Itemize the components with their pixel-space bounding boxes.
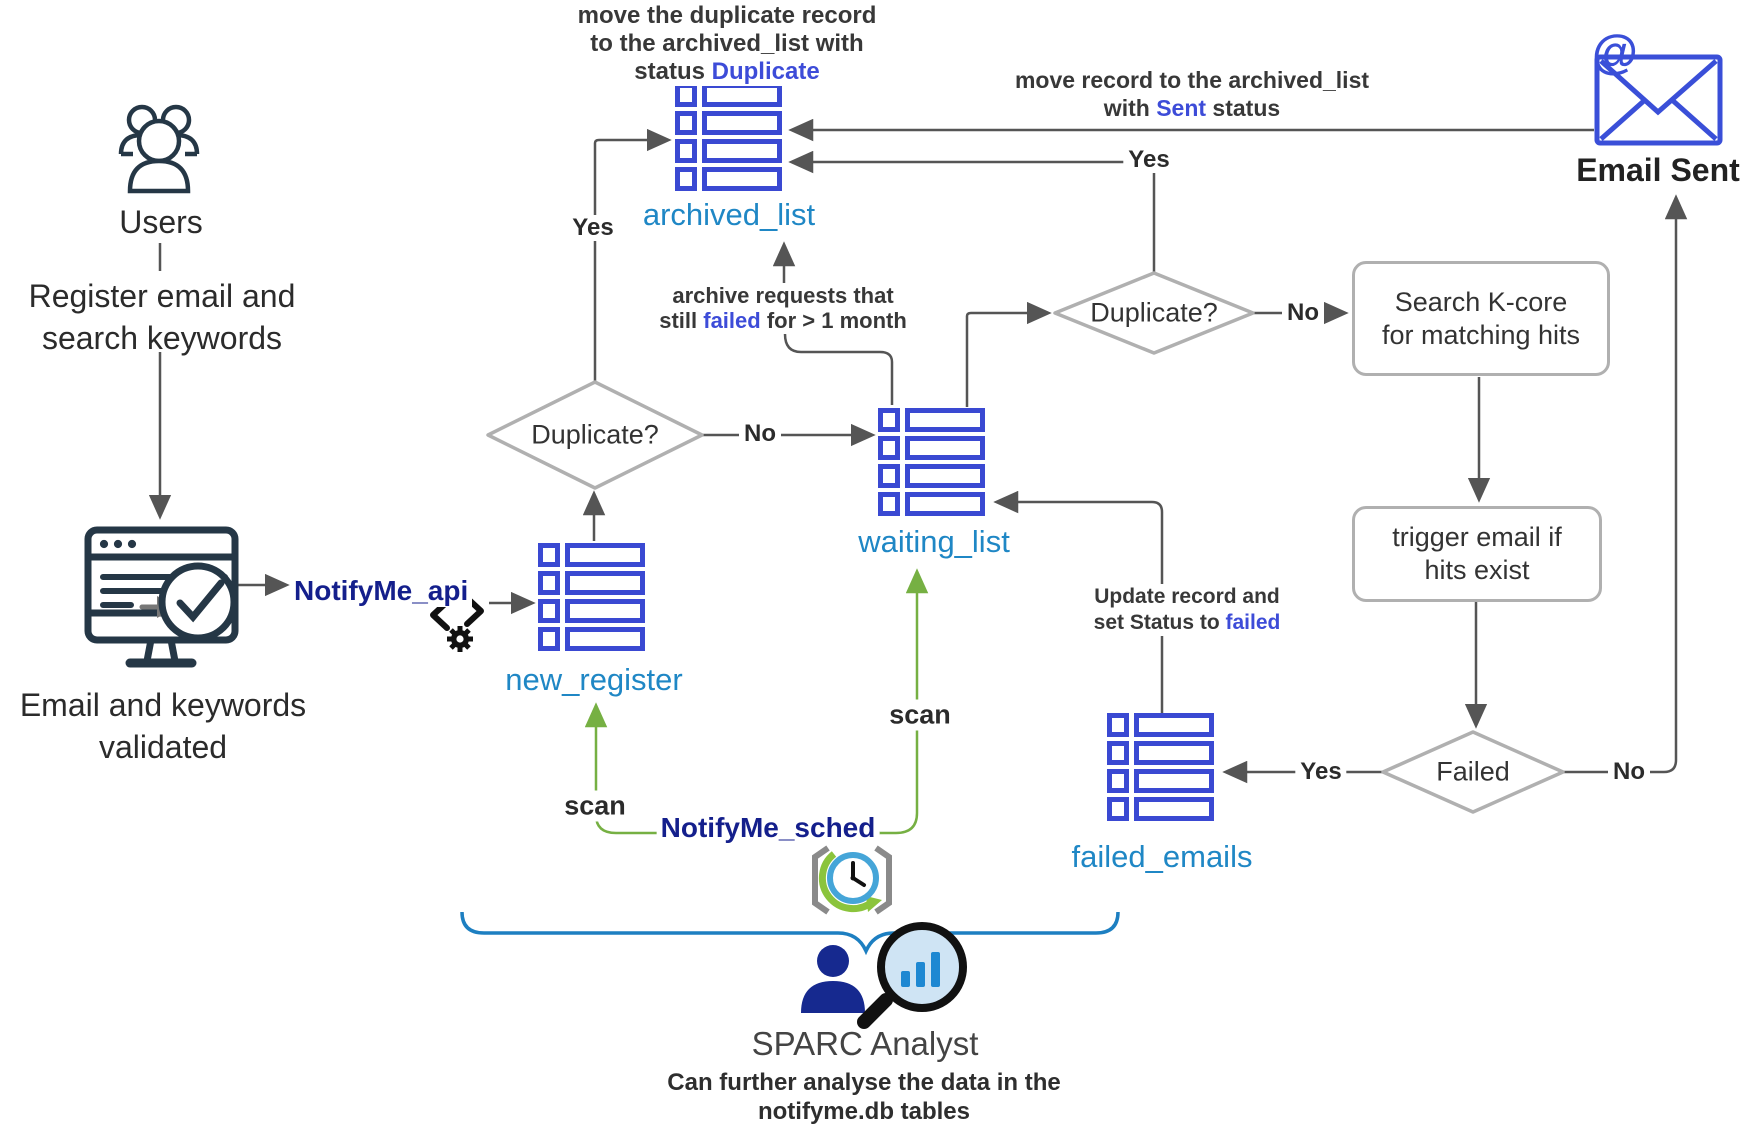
analyst-brace (460, 911, 1120, 956)
duplicate-note-line3: status Duplicate (634, 58, 820, 85)
register-note: Register email and search keywords (29, 275, 296, 359)
email-sent-icon (1594, 54, 1723, 146)
notifyme-api-label: NotifyMe_api (290, 575, 473, 607)
at-sign: @ (1592, 25, 1638, 78)
failed-emails-table-icon (1107, 713, 1214, 821)
register-note-line2: search keywords (41, 320, 283, 356)
edge-dup2-yes-to-archived (788, 150, 1156, 272)
archived-list-table-icon (675, 83, 782, 191)
update-note-line2: set Status to failed (1093, 611, 1281, 634)
duplicate-note: move the duplicate record to the archive… (574, 2, 880, 86)
scan-label-left: scan (560, 790, 630, 822)
duplicate2-label: Duplicate? (1090, 297, 1218, 328)
failed-diamond-label: Failed (1436, 756, 1510, 787)
diamond-duplicate-2 (1053, 271, 1255, 355)
trigger-email-box: trigger email if hits exist (1352, 506, 1602, 602)
sparc-analyst-title: SPARC Analyst (751, 1025, 979, 1062)
decision-shapes (486, 271, 1565, 814)
edge-archivenote-to-waiting (783, 333, 894, 405)
edge-sched-scan-waiting (700, 568, 929, 835)
search-kcore-box: Search K-core for matching hits (1352, 261, 1610, 376)
yes-label-dup2: Yes (1123, 147, 1175, 173)
archived-list-label: archived_list (642, 197, 816, 232)
sent-note: move record to the archived_list with Se… (1011, 66, 1373, 122)
yes-label-dup1: Yes (567, 215, 619, 241)
new-register-table-icon (538, 543, 645, 651)
sent-note-line2: with Sent status (1103, 95, 1281, 121)
edge-failedemails-to-waiting (993, 490, 1164, 713)
sparc-analyst-sub1: Can further analyse the data in the (667, 1069, 1061, 1096)
sparc-analyst-sub2: notifyme.db tables (757, 1098, 971, 1125)
no-label-dup2: No (1282, 300, 1324, 326)
sparc-analyst-icon (801, 922, 967, 1029)
sparc-analyst-sub: Can further analyse the data in the noti… (667, 1068, 1060, 1126)
yes-label-failed: Yes (1295, 759, 1347, 785)
failed-emails-label: failed_emails (1071, 839, 1253, 874)
search-kcore-line2: for matching hits (1381, 319, 1581, 350)
search-kcore-line1: Search K-core (1394, 286, 1568, 317)
diamond-failed (1381, 730, 1565, 814)
update-note: Update record and set Status to failed (1090, 584, 1284, 636)
duplicate-note-line1: move the duplicate record (577, 2, 877, 29)
duplicate-note-line2: to the archived_list with (590, 30, 864, 57)
update-note-line1: Update record and (1094, 585, 1280, 608)
validated-note: Email and keywords validated (20, 684, 306, 768)
edge-waiting-to-dup2 (965, 301, 1052, 407)
magnifier-handle (857, 993, 893, 1029)
duplicate1-label: Duplicate? (531, 419, 659, 450)
trigger-email-line1: trigger email if (1392, 522, 1562, 552)
sent-note-line1: move record to the archived_list (1014, 67, 1370, 93)
waiting-list-table-icon (878, 408, 985, 516)
notifyme-sched-label: NotifyMe_sched (656, 812, 880, 844)
archive-note-line2: still failed for > 1 month (659, 308, 907, 333)
new-register-label: new_register (505, 662, 683, 697)
scheduler-clock-icon (812, 845, 892, 915)
email-sent-label: Email Sent (1576, 152, 1740, 188)
no-label-dup1: No (739, 421, 781, 447)
magnifier-bar-chart (901, 952, 940, 987)
validated-note-line2: validated (98, 729, 228, 765)
trigger-email-line2: hits exist (1424, 555, 1530, 585)
email-validated-icon (84, 526, 239, 668)
edge-failed-no-to-emailsent (1563, 194, 1688, 774)
users-icon (118, 104, 200, 194)
register-note-line1: Register email and (28, 278, 296, 314)
archive-note-line1: archive requests that (672, 283, 894, 308)
edge-dup1-yes-to-archived (593, 128, 672, 382)
scan-label-right: scan (885, 699, 955, 731)
validated-note-line1: Email and keywords (19, 687, 307, 723)
users-label: Users (119, 204, 203, 240)
diamond-duplicate-1 (486, 380, 704, 490)
waiting-list-label: waiting_list (858, 524, 1010, 559)
archive-note: archive requests that still failed for >… (656, 283, 910, 333)
no-label-failed: No (1608, 759, 1650, 785)
